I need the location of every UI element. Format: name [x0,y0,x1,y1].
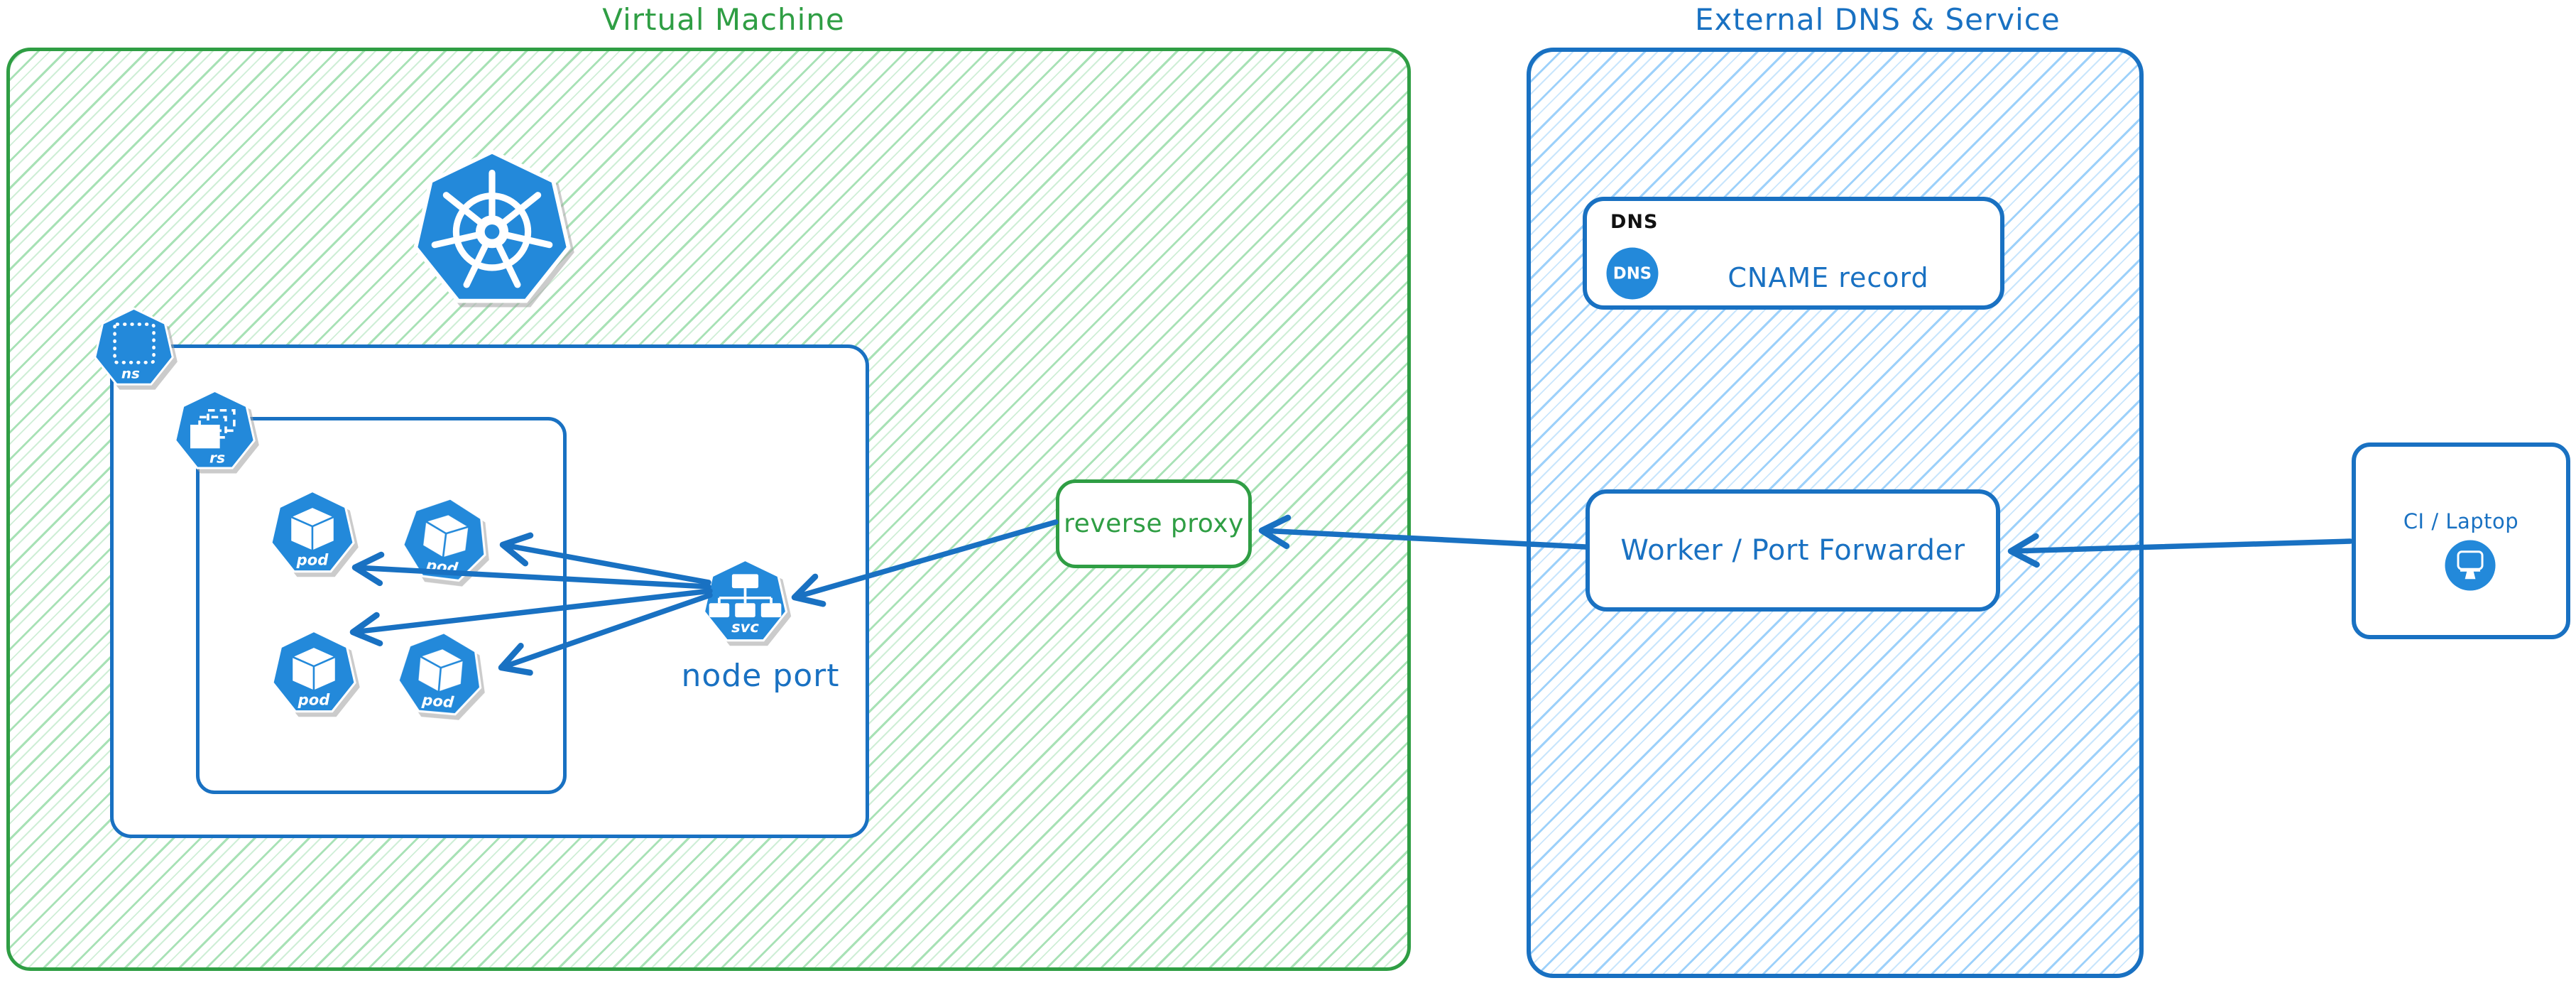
service-icon-label: svc [731,618,759,636]
pod-icon: pod [270,489,355,573]
dns-card: DNS DNS CNAME record [1583,197,2004,310]
dns-badge-icon: DNS [1606,247,1659,300]
reverse-proxy-box: reverse proxy [1056,479,1252,568]
cname-record-label: CNAME record [1728,262,1929,293]
pod-icon: pod [397,631,482,716]
worker-label: Worker / Port Forwarder [1620,534,1965,567]
external-dns-title: External DNS & Service [1695,2,2061,37]
pod-icon: pod [402,497,486,582]
kubernetes-logo-icon [413,149,571,303]
monitor-icon [2445,540,2496,591]
virtual-machine-title: Virtual Machine [602,2,845,37]
service-icon: svc [702,558,788,642]
pod-icon-label: pod [296,551,329,569]
node-port-label: node port [681,658,840,694]
pod-icon: pod [271,629,356,713]
client-box: CI / Laptop [2352,442,2570,639]
pod-icon-label: pod [420,691,455,712]
pod-icon-label: pod [298,691,331,709]
namespace-icon: ns [94,307,174,386]
reverse-proxy-label: reverse proxy [1064,509,1244,538]
dns-tag: DNS [1610,211,1659,233]
namespace-icon-label: ns [121,366,140,382]
worker-box: Worker / Port Forwarder [1586,489,2000,612]
replicaset-icon: rs [174,389,256,469]
replicaset-icon-label: rs [209,450,225,467]
dns-badge-label: DNS [1613,265,1652,283]
client-label: CI / Laptop [2403,509,2519,533]
